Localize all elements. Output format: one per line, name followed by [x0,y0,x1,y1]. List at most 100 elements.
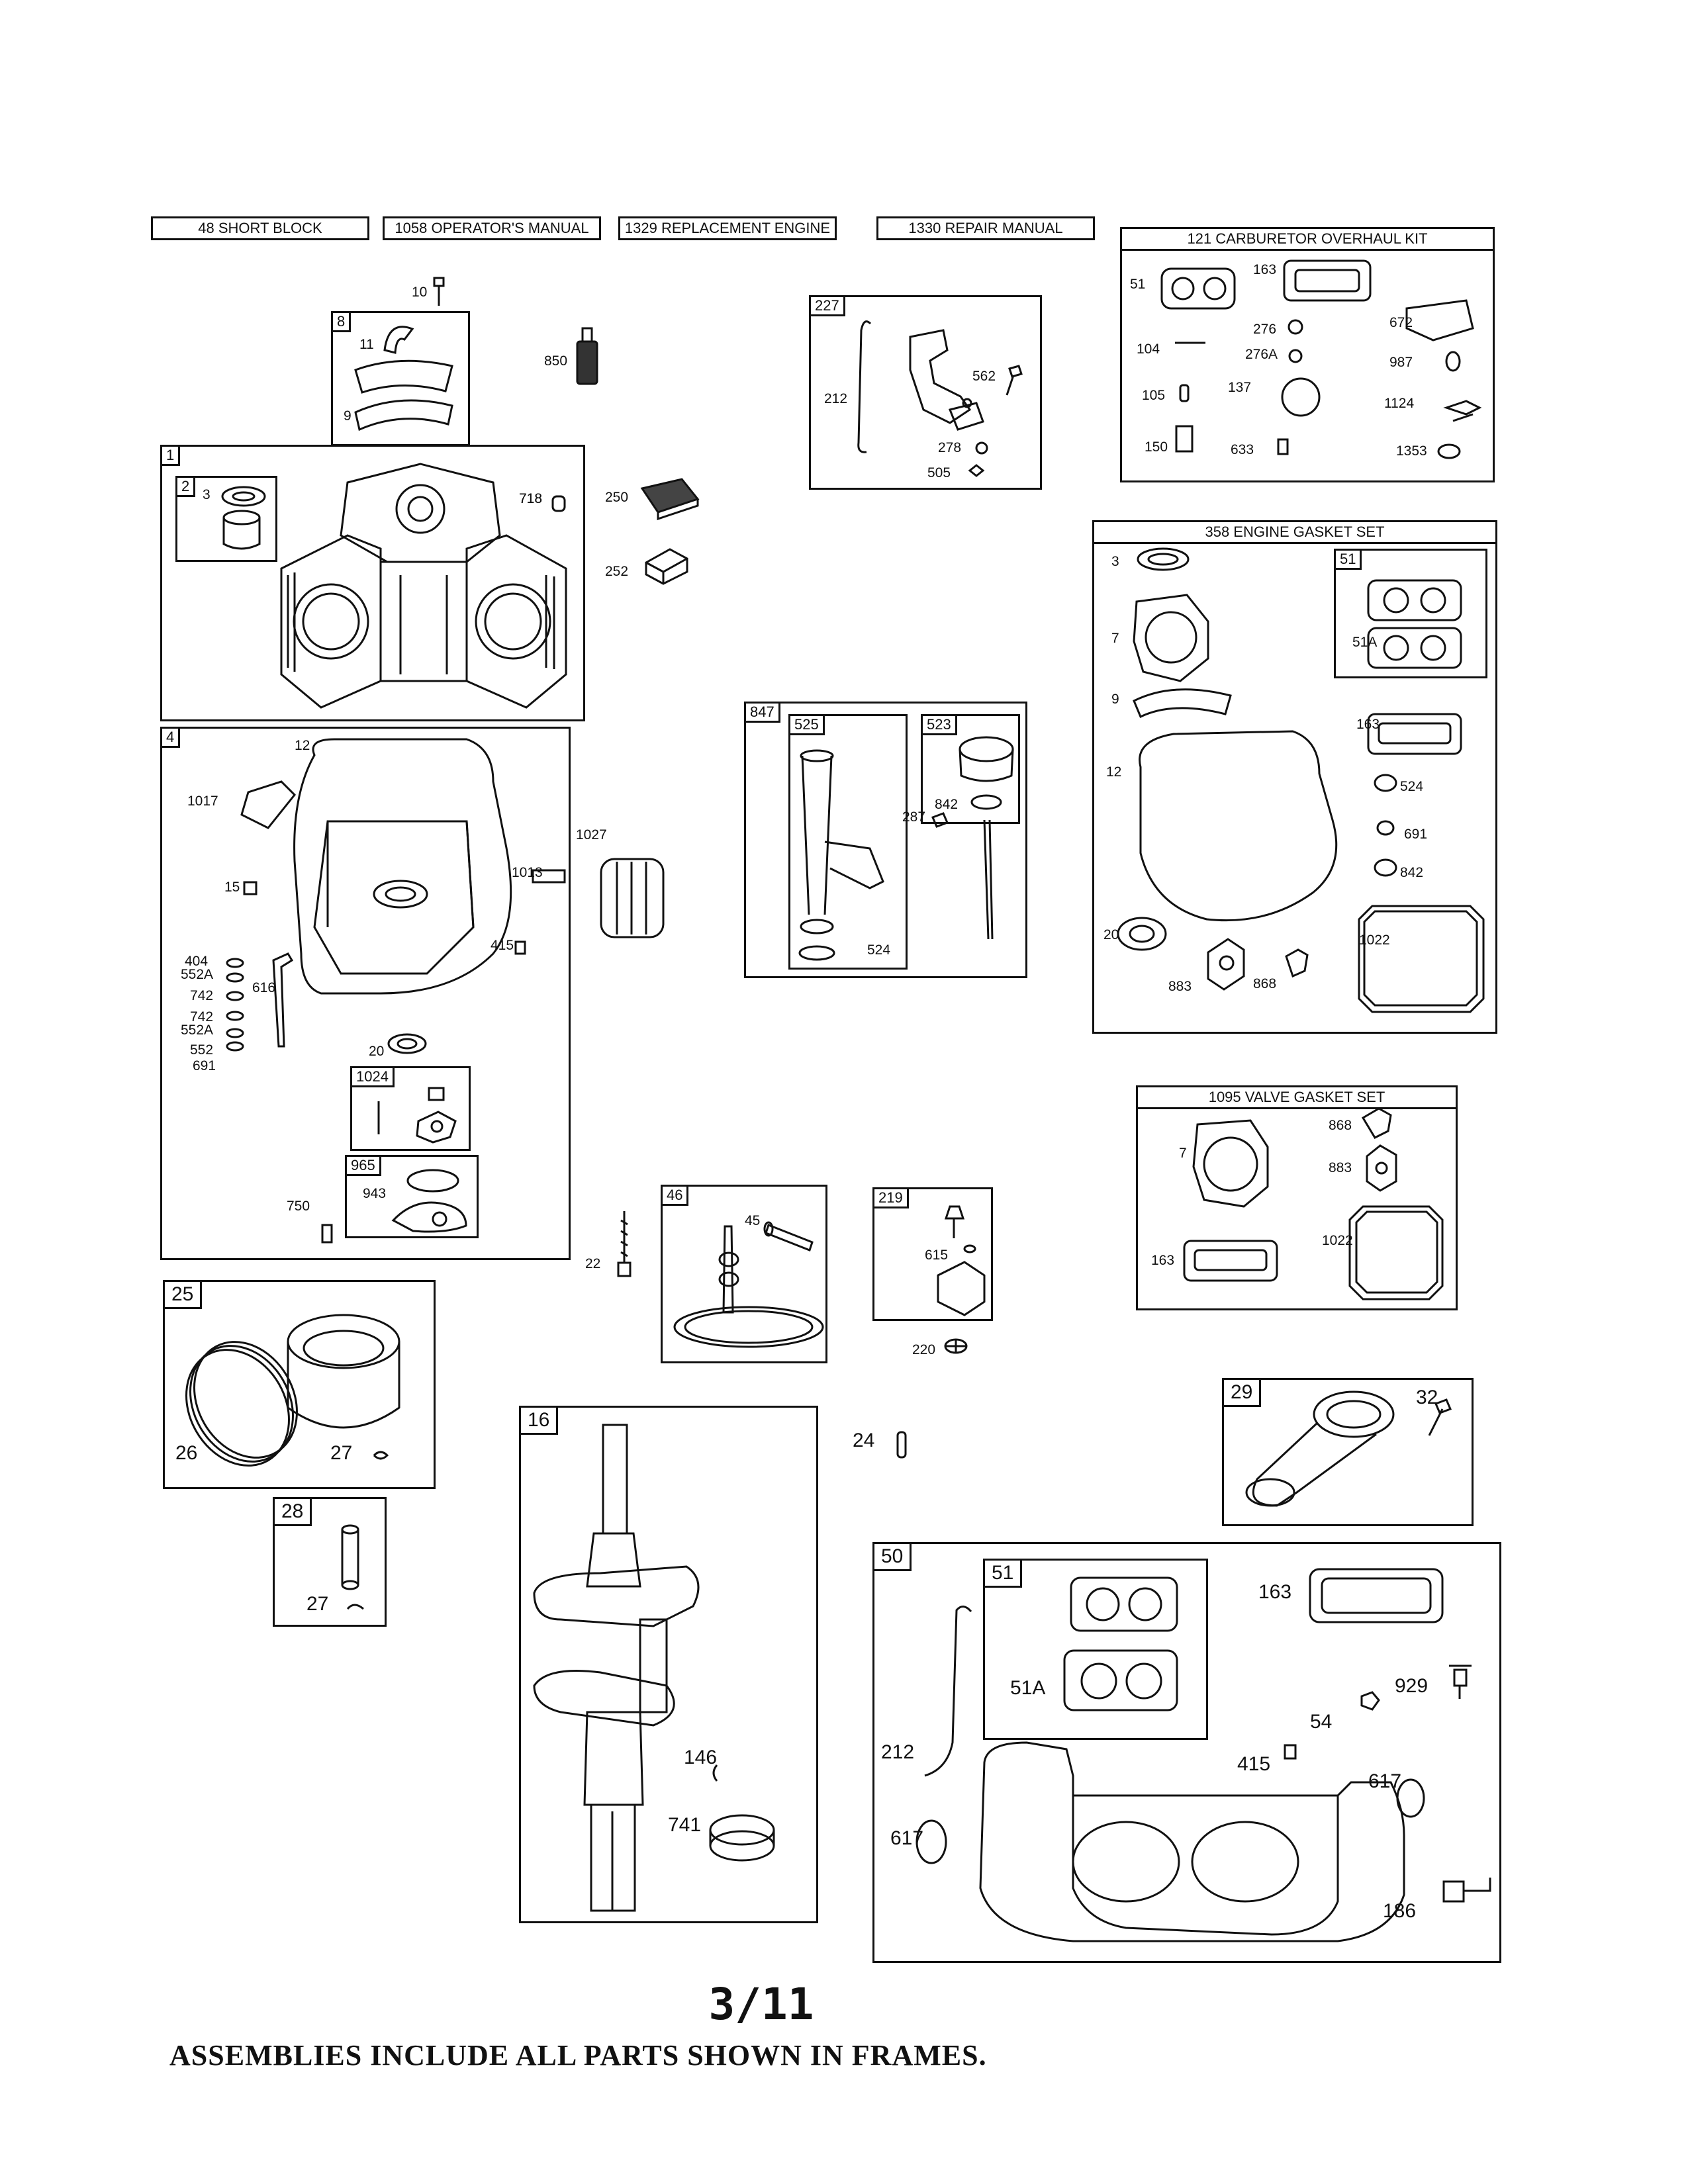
part-label: 252 [605,564,629,579]
part-label: 883 [1329,1160,1352,1175]
part-label: 552A [181,1023,214,1038]
engine-gasket-set-title: 358 ENGINE GASKET SET [1094,522,1495,544]
engine-gasket-set-frame: 358 ENGINE GASKET SET 3 7 51A 9 163 12 5… [1092,520,1497,1034]
frame-tag: 8 [331,311,352,332]
part-label: 150 [1145,439,1168,455]
frame-tag: 523 [921,714,957,735]
part-label: 105 [1142,388,1166,403]
part-label: 1353 [1396,443,1427,459]
frame-tag: 1 [160,445,181,466]
frame-2: 2 3 [175,476,277,562]
frame-51: 51 [1334,549,1487,678]
part-label: 212 [824,391,848,406]
part-label: 987 [1389,355,1413,370]
dipstick-tube-art [798,749,884,961]
frame-50: 50 51 51A 163 929 54 415 212 617 617 186 [872,1542,1501,1963]
air-filter-icon [640,478,700,521]
part-label: 276A [1245,347,1278,362]
frame-51: 51 51A [983,1559,1208,1740]
frame-tag: 4 [160,727,181,748]
sealant-tube-icon [576,327,598,385]
page-number: 3/11 [708,1979,814,2030]
frame-4: 4 12 1017 15 1013 415 404 552A 742 616 7… [160,727,571,1260]
part-label: 415 [1237,1753,1271,1775]
part-label: 1124 [1384,396,1415,411]
part-label: 741 [668,1814,702,1836]
piston-pin-art [341,1524,364,1610]
part-label: 220 [912,1342,936,1357]
bolt-icon [617,1211,632,1277]
governor-gear-art [937,1205,986,1316]
part-label: 505 [927,465,951,480]
part-label: 163 [1258,1581,1292,1603]
frame-tag: 51 [983,1559,1023,1588]
frame-tag: 227 [809,295,845,316]
part-label: 1027 [576,827,607,842]
dipstick-cap-art [959,736,1014,810]
frame-tag: 16 [519,1406,559,1435]
part-label: 51 [1130,277,1146,292]
part-label: 9 [344,408,352,424]
part-label: 1022 [1359,933,1390,948]
frame-8: 8 11 9 [331,311,470,446]
pump-cover-art [391,1169,467,1233]
engine-gasket-set-art [1117,547,1485,1013]
frame-tag: 2 [175,476,196,497]
part-label: 616 [252,980,276,995]
part-label: 250 [605,490,629,505]
part-label: 3 [1111,554,1119,569]
part-label: 718 [519,491,543,506]
seal-icon [221,486,266,550]
frame-523: 523 842 [921,714,1020,824]
operators-manual-box: 1058 OPERATOR'S MANUAL [383,216,601,240]
frame-227: 227 212 562 278 505 [809,295,1042,490]
frame-tag: 50 [872,1542,912,1571]
frame-tag: 28 [273,1497,312,1526]
frame-28: 28 27 [273,1497,387,1627]
part-label: 104 [1137,341,1160,357]
frame-tag: 219 [872,1187,909,1208]
part-label: 32 [1416,1387,1438,1408]
part-label: 51A [1352,635,1378,650]
connecting-rod-art [1245,1390,1452,1507]
part-label: 27 [306,1593,329,1615]
part-label: 842 [1400,865,1424,880]
frame-219: 219 615 [872,1187,993,1321]
crankcase-cover-art [226,738,566,1244]
part-label: 212 [881,1741,915,1763]
part-label: 562 [972,369,996,384]
governor-cup-icon [944,1338,968,1354]
part-label: 552 [190,1042,214,1058]
part-label: 12 [1106,764,1122,780]
frame-tag: 51 [1334,549,1362,570]
part-label: 15 [224,880,240,895]
part-label: 718 [519,491,543,506]
part-label: 137 [1228,380,1252,395]
piston-art [185,1314,400,1467]
part-label: 929 [1395,1675,1429,1697]
part-label: 163 [1151,1253,1175,1268]
part-label: 868 [1329,1118,1352,1133]
frame-1024: 1024 [350,1066,471,1151]
part-label: 633 [1231,442,1254,457]
part-label: 7 [1111,631,1119,646]
part-label: 45 [745,1213,761,1228]
part-label: 742 [190,988,214,1003]
part-label: 146 [684,1747,718,1768]
frame-tag: 965 [345,1155,381,1176]
part-label: 10 [412,285,428,300]
valve-gasket-set-art [1183,1107,1444,1300]
part-label: 276 [1253,322,1277,337]
frame-46: 46 45 [661,1185,827,1363]
part-label: 26 [175,1442,198,1464]
frame-tag: 525 [788,714,825,735]
frame-29: 29 32 [1222,1378,1474,1526]
frame-tag: 29 [1222,1378,1262,1407]
part-label: 552A [181,967,214,982]
carburetor-kit-parts-art [1160,259,1482,459]
part-label: 51A [1010,1677,1046,1699]
frame-965: 965 943 [345,1155,479,1238]
part-label: 524 [1400,779,1424,794]
part-label: 615 [925,1248,949,1263]
